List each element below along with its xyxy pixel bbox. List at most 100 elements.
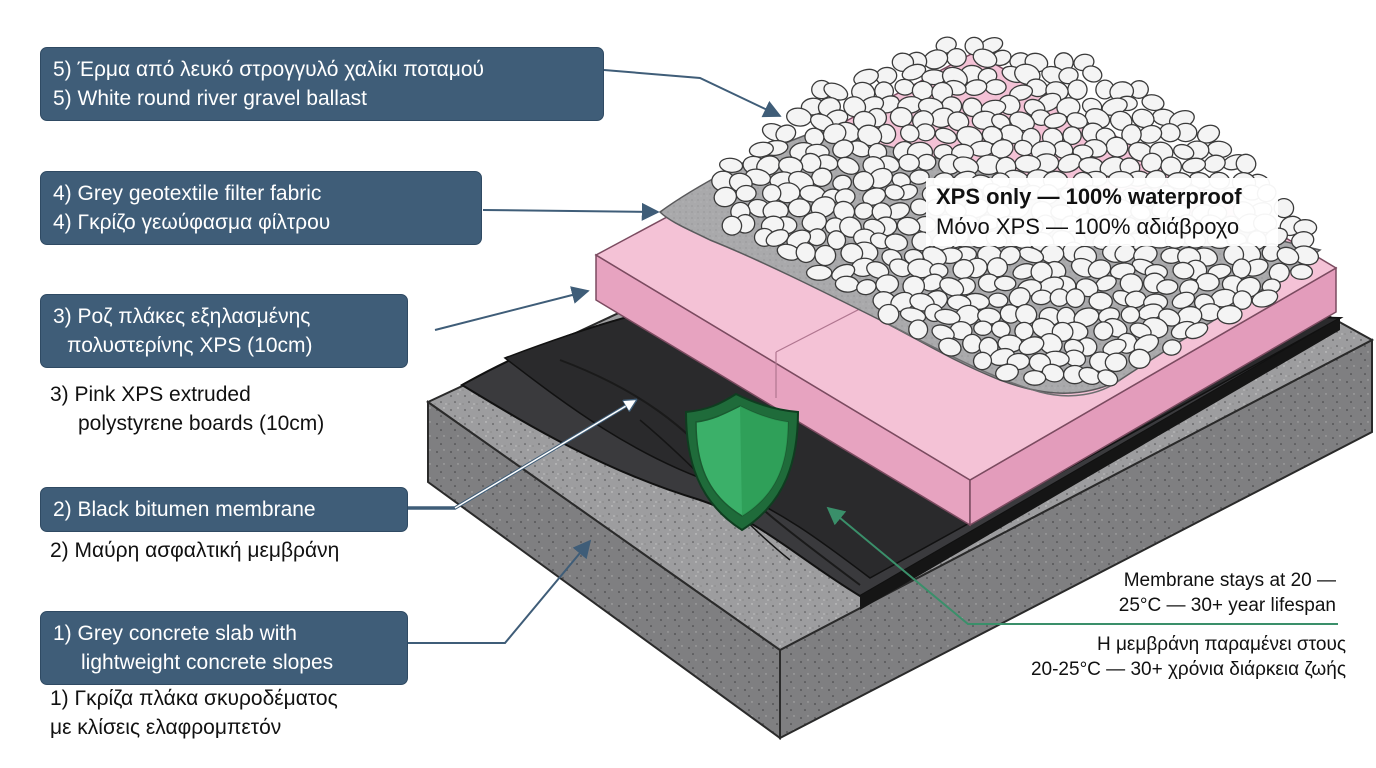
pebble: [1162, 339, 1182, 356]
pebble: [1232, 290, 1253, 310]
waterproof-callout: XPS only — 100% waterproof Μόνο XPS — 10…: [926, 178, 1278, 246]
leader-xps: [434, 286, 590, 331]
label-xps-en: 3) Pink XPS extruded polystyrεne boards …: [50, 380, 324, 438]
gravel-ballast: [711, 36, 1320, 387]
pebble: [814, 244, 837, 267]
pebble: [805, 264, 833, 281]
pebble: [1128, 348, 1151, 369]
label-xps: 3) Ροζ πλάκες εξηλασμένης πολυστερίνης X…: [40, 294, 408, 368]
leader-gravel: [603, 69, 782, 118]
pebble: [1195, 272, 1220, 292]
label-concrete-en-1: 1) Grey concrete slab with: [53, 622, 297, 645]
pebble: [1290, 263, 1314, 280]
pebble: [946, 47, 967, 68]
membrane-temp-callout-el: Η μεμβράνη παραμένει στους 20-25°C — 30+…: [1031, 632, 1346, 682]
membrane-temp-en-1: Membrane stays at 20 —: [1123, 570, 1336, 591]
label-concrete: 1) Grey concrete slab with lightweight c…: [40, 611, 408, 685]
pebble: [1093, 321, 1114, 341]
label-xps-el-1: 3) Ροζ πλάκες εξηλασμένης: [53, 305, 311, 328]
label-gravel: 5) Έρμα από λευκό στρογγυλό χαλίκι ποταμ…: [40, 47, 604, 121]
shield-icon: [684, 392, 800, 532]
label-concrete-el-2: με κλίσεις ελαφρομπετόν: [50, 716, 282, 739]
pebble: [1172, 261, 1195, 280]
pebble: [748, 141, 774, 158]
pebble: [931, 324, 955, 342]
pebble: [866, 261, 890, 279]
pebble: [836, 156, 860, 175]
pebble: [991, 320, 1011, 339]
pebble: [1184, 321, 1209, 340]
pebble: [984, 78, 1007, 96]
leader-membrane-inner: [454, 400, 636, 509]
pebble: [1141, 94, 1165, 112]
pebble: [908, 319, 929, 340]
pebble: [718, 157, 744, 174]
pebble: [735, 184, 757, 202]
pebble: [938, 337, 962, 357]
waterproof-callout-en: XPS only — 100% waterproof: [936, 184, 1242, 209]
leader-geotextile: [482, 202, 660, 221]
pebble: [947, 111, 970, 132]
pebble: [1131, 108, 1155, 129]
pebble: [1040, 244, 1065, 264]
pebble: [889, 106, 913, 128]
pebble: [1065, 288, 1086, 309]
pebble: [972, 351, 993, 371]
label-geotextile-el: 4) Γκρίζο γεωύφασμα φίλτρου: [53, 211, 331, 234]
pebble: [901, 63, 927, 81]
pebble: [1023, 369, 1047, 386]
pebble: [1196, 124, 1221, 144]
leader-lines: [408, 69, 1338, 644]
label-concrete-en-2: lightweight concrete slopes: [81, 651, 334, 674]
leader-membrane-temp: [826, 506, 1338, 625]
pebble: [896, 216, 921, 236]
pebble: [877, 303, 900, 325]
label-concrete-el: 1) Γκρίζα πλάκα σκυροδέματος με κλίσεις …: [50, 684, 338, 742]
pebble: [993, 275, 1017, 292]
pebble: [852, 170, 875, 192]
label-xps-el-2: πολυστερίνης XPS (10cm): [67, 334, 313, 357]
pebble: [1120, 305, 1141, 324]
label-xps-en-1: 3) Pink XPS extruded: [50, 383, 251, 406]
pebble: [795, 242, 817, 264]
membrane-temp-el-1: Η μεμβράνη παραμένει στους: [1096, 634, 1346, 655]
label-xps-en-2: polystyrεne boards (10cm): [78, 412, 325, 435]
pebble: [934, 127, 958, 144]
pebble: [721, 215, 743, 236]
label-membrane-en: 2) Black bitumen membrane: [53, 498, 316, 521]
pebble: [1097, 369, 1119, 387]
pebble: [856, 278, 877, 296]
pebble: [1173, 143, 1195, 160]
pebble: [1104, 352, 1128, 373]
pebble: [713, 186, 738, 208]
pebble: [973, 320, 993, 336]
leader-concrete: [408, 539, 592, 644]
label-concrete-el-1: 1) Γκρίζα πλάκα σκυροδέματος: [50, 687, 338, 710]
pebble: [1251, 289, 1279, 308]
pebble: [898, 153, 920, 172]
pebble: [1268, 262, 1290, 283]
pebble: [972, 48, 998, 69]
label-membrane: 2) Black bitumen membrane: [40, 487, 408, 532]
label-gravel-en: 5) White round river gravel ballast: [53, 87, 367, 110]
pebble: [1129, 322, 1152, 339]
pebble: [884, 184, 905, 201]
membrane-temp-el-2: 20-25°C — 30+ χρόνια διάρκεια ζωής: [1030, 659, 1346, 680]
label-geotextile-en: 4) Grey geotextile filter fabric: [53, 182, 322, 205]
pebble: [1082, 65, 1103, 83]
pebble: [775, 124, 797, 143]
pebble: [761, 183, 782, 203]
membrane-temp-callout-en: Membrane stays at 20 — 25°C — 30+ year l…: [1119, 568, 1336, 618]
pebble: [1121, 123, 1142, 146]
label-gravel-el: 5) Έρμα από λευκό στρογγυλό χαλίκι ποταμ…: [53, 58, 485, 81]
pebble: [939, 277, 965, 297]
pebble: [1088, 291, 1113, 311]
pebble: [899, 124, 920, 143]
pebble: [840, 242, 864, 264]
label-membrane-el: 2) Μαύρη ασφαλτική μεμβράνη: [50, 539, 340, 562]
pebble: [995, 363, 1019, 382]
waterproof-callout-el: Μόνο XPS — 100% αδιάβροχο: [936, 214, 1240, 239]
membrane-temp-en-2: 25°C — 30+ year lifespan: [1118, 595, 1336, 616]
pebble: [1043, 112, 1068, 129]
